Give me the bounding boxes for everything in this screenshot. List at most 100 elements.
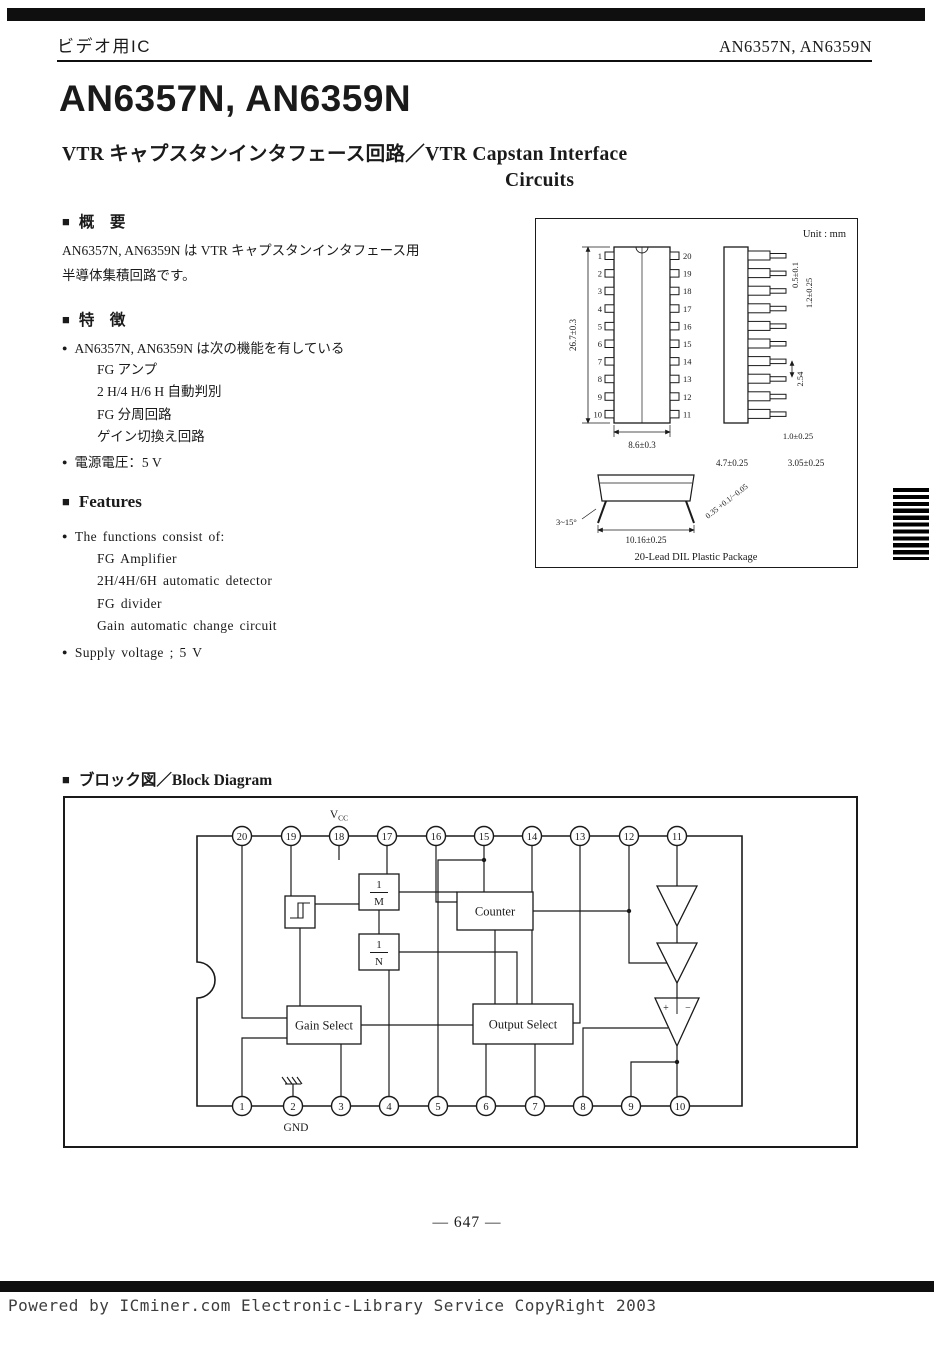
features-en-bullet2-text: Supply voltage ; 5 V [74,645,203,660]
side-lead-shoulder [747,373,771,384]
subtitle-line2: Circuits [505,170,575,191]
dot-bullet-icon: ● [62,343,68,353]
diagram-pin-12-number: 12 [624,832,635,843]
pkg-pin-13-lead [669,374,680,384]
pkg-pin-17-lead [669,304,680,313]
dim-body-length: 26.7±0.3 [568,319,578,351]
diagram-pin-5-number: 5 [435,1102,440,1113]
side-lead-shoulder [747,285,771,296]
pkg-pin-16-number: 16 [683,321,692,331]
diagram-pin-2-number: 2 [290,1102,295,1113]
diagram-pin-20-number: 20 [237,832,248,843]
list-item: Gain automatic change circuit [97,617,277,633]
diagram-pin-2 [282,1095,304,1117]
overview-paragraph: AN6357N, AN6359N は VTR キャプスタンインタフェース用 半導… [62,238,419,288]
overview-line1: AN6357N, AN6359N は VTR キャプスタンインタフェース用 [62,243,420,258]
pkg-pin-4-number: 4 [598,304,603,314]
diagram-pin-6-number: 6 [483,1102,488,1113]
diagram-pin-1 [231,1095,253,1117]
features-en-heading-label: Features [78,492,142,511]
pkg-pin-9-number: 9 [598,392,602,402]
overview-heading: ■ 概 要 [62,210,125,232]
features-en-bullet1-text: The functions consist of: [74,529,225,544]
output-select-block: Output Select [472,1003,574,1045]
header-category: ビデオ用IC [57,37,151,56]
package-side-view: 0.5±0.1 1.2±0.25 2.54 1.0±0.25 4.7±0.25 … [716,246,825,468]
pkg-pin-5-number: 5 [598,321,602,331]
amplifier-2 [655,942,699,985]
diagram-pin-1-number: 1 [239,1102,244,1113]
pkg-pin-15-number: 15 [683,339,692,349]
pkg-pin-20-number: 20 [683,251,692,261]
counter-block: Counter [456,891,534,931]
diagram-pin-6 [475,1095,497,1117]
divider-n-numerator: 1 [376,939,382,951]
pkg-pin-2-lead [604,269,615,278]
diagram-pin-3 [330,1095,352,1117]
diagram-pin-11 [666,825,688,847]
counter-label: Counter [475,905,516,919]
pkg-pin-3-number: 3 [598,286,602,296]
header-part-numbers: AN6357N, AN6359N [719,37,872,56]
features-jp-heading-label: 特 徴 [78,312,126,329]
page-title: AN6357N, AN6359N [59,78,412,119]
features-jp-heading: ■ 特 徴 [62,308,125,330]
pkg-pin-11-number: 11 [683,409,691,419]
square-bullet-icon: ■ [62,214,70,229]
pkg-pin-13-number: 13 [683,374,692,384]
diagram-pin-15 [473,825,495,847]
list-item: FG アンプ [97,362,158,377]
block-diagram-box: 1 M 1 N Counter Gain Select [63,796,858,1148]
side-lead-shoulder [747,338,771,349]
package-end-view: 3~15° 10.16±0.25 0.35 +0.1/−0.05 [556,474,750,545]
diagram-pin-4 [378,1095,400,1117]
diagram-pin-9-number: 9 [628,1102,633,1113]
side-lead-tip [769,253,787,259]
diagram-pin-14 [521,825,543,847]
features-en-list: FG Amplifier 2H/4H/6H automatic detector… [97,548,277,637]
pkg-pin-7-lead [604,357,615,366]
diagram-pin-9 [620,1095,642,1117]
side-lead-tip [769,323,787,329]
side-lead-tip [769,341,787,347]
pkg-pin-19-number: 19 [683,269,692,279]
block-diagram-drawing: 1 M 1 N Counter Gain Select [196,809,743,1134]
diagram-pin-14-number: 14 [527,832,538,843]
pkg-pin-11-lead [669,409,680,419]
diagram-pin-16-number: 16 [431,832,442,843]
side-lead-tip [769,358,787,365]
subtitle-line1: VTR キャプスタンインタフェース回路／VTR Capstan Interfac… [62,144,628,165]
divider-n-block: 1 N [358,933,400,971]
diagram-pin-11-number: 11 [672,832,682,843]
pkg-pin-4-lead [604,304,615,313]
dim-seated-height: 3.05±0.25 [788,458,825,468]
pkg-pin-20-lead [669,251,680,260]
pkg-pin-12-number: 12 [683,392,692,402]
pkg-pin-17-number: 17 [683,304,692,314]
dot-bullet-icon: ● [62,457,68,467]
unit-label: Unit : mm [803,229,846,240]
diagram-pin-12 [618,825,640,847]
pkg-pin-12-lead [669,392,680,401]
junction-dots [481,857,680,1065]
pkg-pin-6-number: 6 [598,339,602,349]
dot-bullet-icon: ● [62,531,68,541]
diagram-pin-19-number: 19 [286,832,297,843]
package-caption: 20-Lead DIL Plastic Package [635,552,758,563]
pkg-pin-14-lead [669,357,680,366]
page-header: ビデオ用IC AN6357N, AN6359N [57,32,872,57]
index-notch [635,246,649,254]
diagram-pin-8-number: 8 [580,1102,585,1113]
pkg-pin-5-lead [604,321,615,331]
side-lead-tip [769,411,787,417]
features-jp-list: FG アンプ 2 H/4 H/6 H 自動判別 FG 分周回路 ゲイン切換え回路 [97,359,222,448]
pkg-pin-10-lead [604,409,615,419]
pkg-pin-14-number: 14 [683,357,692,367]
package-drawing: Unit : mm 123456789102019181716151413121… [556,229,846,563]
bottom-bar [0,1281,934,1292]
diagram-pin-16 [425,825,447,847]
dot-bullet-icon: ● [62,647,68,657]
